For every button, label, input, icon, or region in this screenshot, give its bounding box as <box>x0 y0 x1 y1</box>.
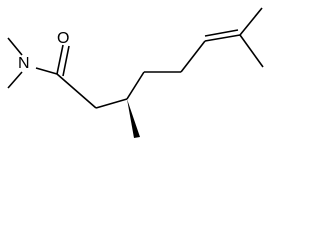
nitrogen-atom-label: N <box>18 55 30 72</box>
stereo-wedge-bond <box>127 99 140 138</box>
bond-n-methyl-lower <box>7 71 23 89</box>
bond-alkene-b <box>204 29 239 37</box>
bond-c3-c4 <box>126 71 145 100</box>
bond-terminal-methyl-lower <box>239 34 264 68</box>
bond-c1-c2 <box>56 73 97 109</box>
molecule-structure: N O <box>7 7 264 138</box>
structure-canvas: N O <box>7 7 264 138</box>
bond-terminal-methyl-upper <box>239 7 263 36</box>
bond-n-carbonyl <box>35 67 58 75</box>
bond-alkene-a <box>204 34 241 42</box>
bond-n-methyl-upper <box>7 37 23 56</box>
bond-carbonyl-double-a <box>56 44 64 75</box>
bond-carbonyl-double-b <box>62 45 70 77</box>
bond-c2-c3 <box>95 98 128 109</box>
oxygen-atom-label: O <box>57 30 69 47</box>
bond-c5-c6 <box>180 40 206 73</box>
